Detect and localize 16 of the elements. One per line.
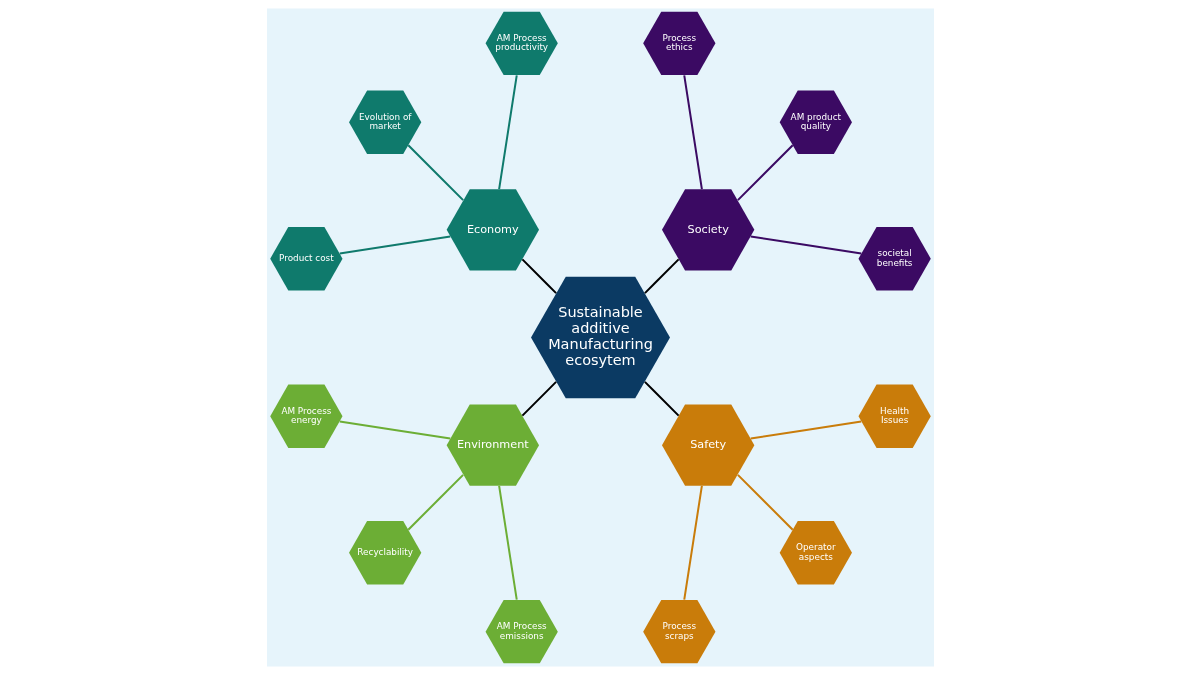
connector bbox=[750, 420, 861, 440]
connector bbox=[750, 235, 861, 255]
connector bbox=[497, 75, 518, 190]
connector bbox=[736, 144, 793, 201]
connector bbox=[407, 144, 464, 201]
connector bbox=[643, 381, 679, 417]
connector bbox=[339, 420, 450, 440]
connector bbox=[521, 258, 557, 294]
connector bbox=[682, 75, 703, 190]
connector bbox=[736, 474, 793, 531]
connector bbox=[643, 258, 679, 294]
connector bbox=[407, 474, 464, 531]
connector bbox=[339, 235, 450, 255]
connector bbox=[682, 485, 703, 600]
connector bbox=[497, 485, 518, 600]
connector bbox=[521, 381, 557, 417]
